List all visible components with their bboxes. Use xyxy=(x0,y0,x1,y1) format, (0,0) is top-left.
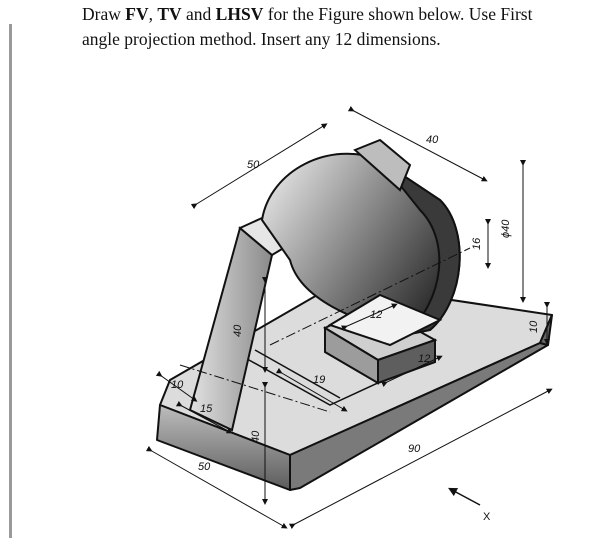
dim-12-step xyxy=(381,355,443,387)
question-suffix: for the Figure shown below. Use First xyxy=(263,4,533,24)
view-direction-arrow: X xyxy=(448,487,491,523)
tv-term: TV xyxy=(157,4,182,24)
lhsv-term: LHSV xyxy=(215,4,264,24)
dim-40-top xyxy=(347,105,488,182)
left-margin-bar xyxy=(9,24,12,538)
dim-90-base xyxy=(288,388,553,530)
fv-term: FV xyxy=(125,4,149,24)
dim-50-top xyxy=(190,123,328,210)
dim-10-rib xyxy=(155,370,198,402)
dim-label-rib-offset: 15 xyxy=(200,403,213,415)
question-line-1: Draw FV, TV and LHSV for the Figure show… xyxy=(82,2,612,27)
view-arrow-label: X xyxy=(483,511,491,523)
dim-15-rib xyxy=(175,400,233,434)
dim-label-base-length: 90 xyxy=(408,443,421,455)
dimension-lines xyxy=(145,105,553,530)
dim-label-base-height-right: 10 xyxy=(528,320,540,333)
dim-label-rib-thickness: 10 xyxy=(171,379,184,391)
question-prefix: Draw xyxy=(82,4,126,24)
dim-label-boss-offset: 19 xyxy=(313,374,325,386)
question-text: Draw FV, TV and LHSV for the Figure show… xyxy=(82,2,612,52)
dim-label-top-length: 50 xyxy=(247,159,260,171)
and-separator: and xyxy=(181,4,216,24)
axis-line xyxy=(269,247,471,346)
dim-12-slot xyxy=(341,303,398,331)
cylinder-end-face xyxy=(379,159,461,337)
dim-label-slot-step: 12 xyxy=(418,353,430,365)
question-line-2: angle projection method. Insert any 12 d… xyxy=(82,29,441,49)
dim-label-top-width: 40 xyxy=(426,134,439,146)
dim-label-base-total-height: 40 xyxy=(250,430,262,443)
comma-separator: , xyxy=(148,4,158,24)
dim-50-base xyxy=(145,445,288,529)
dim-label-slot-depth: 16 xyxy=(471,237,483,250)
dim-label-base-width: 50 xyxy=(198,461,211,473)
dim-label-slot-width: 12 xyxy=(370,309,382,321)
dim-label-diameter: ϕ40 xyxy=(500,219,512,238)
dim-label-rib-height: 40 xyxy=(232,324,244,337)
